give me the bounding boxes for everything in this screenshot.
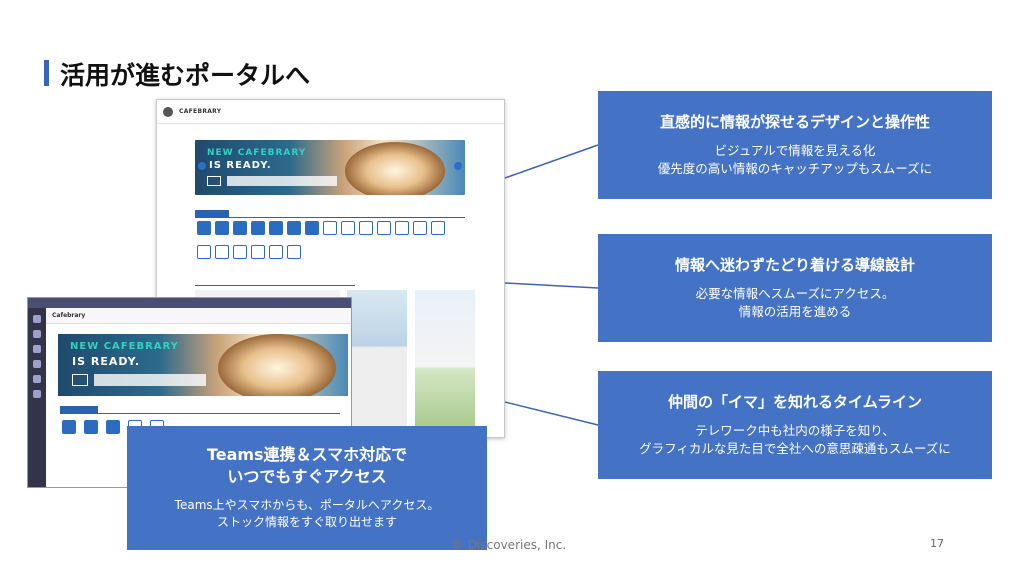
teams-icon	[33, 345, 41, 353]
title-accent-bar	[44, 60, 49, 86]
tv-icon	[72, 374, 88, 386]
quick-link-tile	[413, 221, 427, 235]
teams-tab-header: Cafebrary	[46, 308, 351, 324]
callout-navigation: 情報へ迷わずたどり着ける導線設計 必要な情報へスムーズにアクセス。 情報の活用を…	[598, 234, 992, 342]
quick-link-tile	[233, 245, 247, 259]
quick-link-tile	[215, 245, 229, 259]
page-number: 17	[930, 537, 944, 550]
quick-link-tile	[287, 221, 301, 235]
callout-teams: Teams連携＆スマホ対応で いつでもすぐアクセス Teams上やスマホからも、…	[127, 426, 487, 550]
quick-links-grid	[197, 221, 457, 259]
callout-heading: Teams連携＆スマホ対応で いつでもすぐアクセス	[127, 444, 487, 487]
teams-hero-banner: NEW CAFEBRARY IS READY.	[58, 334, 348, 396]
hero-caption	[94, 374, 206, 386]
quick-link-tile	[84, 420, 98, 434]
news-card	[415, 290, 475, 430]
calls-icon	[33, 375, 41, 383]
portal-top-nav: CAFEBRARY	[157, 100, 504, 124]
quick-link-tile	[215, 221, 229, 235]
quick-link-tile	[251, 221, 265, 235]
quick-link-tile	[251, 245, 265, 259]
activity-icon	[33, 315, 41, 323]
quick-links-tag	[195, 210, 229, 217]
callout-body-line: グラフィカルな見た目で全社への意思疎通もスムーズに	[639, 440, 951, 456]
callout-design: 直感的に情報が探せるデザインと操作性 ビジュアルで情報を見える化 優先度の高い情…	[598, 91, 992, 199]
quick-link-tile	[431, 221, 445, 235]
chat-icon	[33, 330, 41, 338]
connector-line	[504, 282, 599, 289]
callout-body-line: 優先度の高い情報のキャッチアップもスムーズに	[657, 160, 933, 176]
teams-quick-links-header	[60, 406, 340, 414]
hero-caption	[227, 176, 337, 186]
quick-link-tile	[233, 221, 247, 235]
hero-headline: NEW CAFEBRARY	[70, 341, 179, 352]
callout-heading: 直感的に情報が探せるデザインと操作性	[659, 113, 930, 131]
teams-app-rail	[28, 308, 46, 487]
quick-link-tile	[323, 221, 337, 235]
callout-body-line: ストック情報をすぐ取り出せます	[216, 514, 397, 529]
quick-link-tile	[341, 221, 355, 235]
callout-body-line: 情報の活用を進める	[738, 303, 852, 319]
tv-icon	[207, 176, 221, 186]
quick-link-tile	[377, 221, 391, 235]
hero-headline: NEW CAFEBRARY	[207, 148, 307, 158]
callout-body-line: テレワーク中も社内の様子を知り、	[695, 423, 895, 438]
callout-heading-line: いつでもすぐアクセス	[227, 466, 387, 486]
quick-link-tile	[197, 221, 211, 235]
copyright-footer: © Discoveries, Inc.	[452, 538, 567, 552]
hero-subheadline: IS READY.	[72, 355, 140, 368]
slide-title: 活用が進むポータルへ	[60, 61, 311, 90]
callout-heading: 情報へ迷わずたどり着ける導線設計	[674, 256, 915, 274]
quick-link-tile	[305, 221, 319, 235]
callout-body-line: 必要な情報へスムーズにアクセス。	[695, 286, 895, 301]
callout-heading: 仲間の「イマ」を知れるタイムライン	[668, 393, 922, 411]
news-card	[347, 290, 407, 430]
quick-link-tile	[106, 420, 120, 434]
quick-link-tile	[62, 420, 76, 434]
callout-body-line: Teams上やスマホからも、ポータルへアクセス。	[174, 498, 440, 513]
timeline-header	[195, 280, 355, 286]
quick-link-tile	[395, 221, 409, 235]
portal-logo-text: CAFEBRARY	[179, 108, 222, 115]
latte-art-image	[218, 334, 336, 396]
quick-link-tile	[197, 245, 211, 259]
latte-art-image	[345, 142, 445, 195]
connector-line	[504, 401, 599, 426]
calendar-icon	[33, 360, 41, 368]
quick-links-header	[195, 210, 465, 218]
cafebrary-logo-icon	[163, 106, 173, 117]
quick-links-tag	[60, 406, 98, 413]
hero-next-arrow-icon	[454, 162, 462, 170]
quick-link-tile	[359, 221, 373, 235]
hero-prev-arrow-icon	[198, 162, 206, 170]
teams-app-name: Cafebrary	[52, 312, 86, 319]
files-icon	[33, 390, 41, 398]
callout-heading-line: Teams連携＆スマホ対応で	[206, 445, 408, 464]
callout-body-line: ビジュアルで情報を見える化	[714, 143, 876, 158]
quick-link-tile	[287, 245, 301, 259]
quick-link-tile	[269, 221, 283, 235]
portal-hero-banner: NEW CAFEBRARY IS READY.	[195, 140, 465, 195]
quick-link-tile	[269, 245, 283, 259]
hero-subheadline: IS READY.	[209, 160, 272, 171]
teams-title-bar	[28, 298, 351, 308]
callout-timeline: 仲間の「イマ」を知れるタイムライン テレワーク中も社内の様子を知り、 グラフィカ…	[598, 371, 992, 479]
connector-line	[504, 144, 599, 179]
